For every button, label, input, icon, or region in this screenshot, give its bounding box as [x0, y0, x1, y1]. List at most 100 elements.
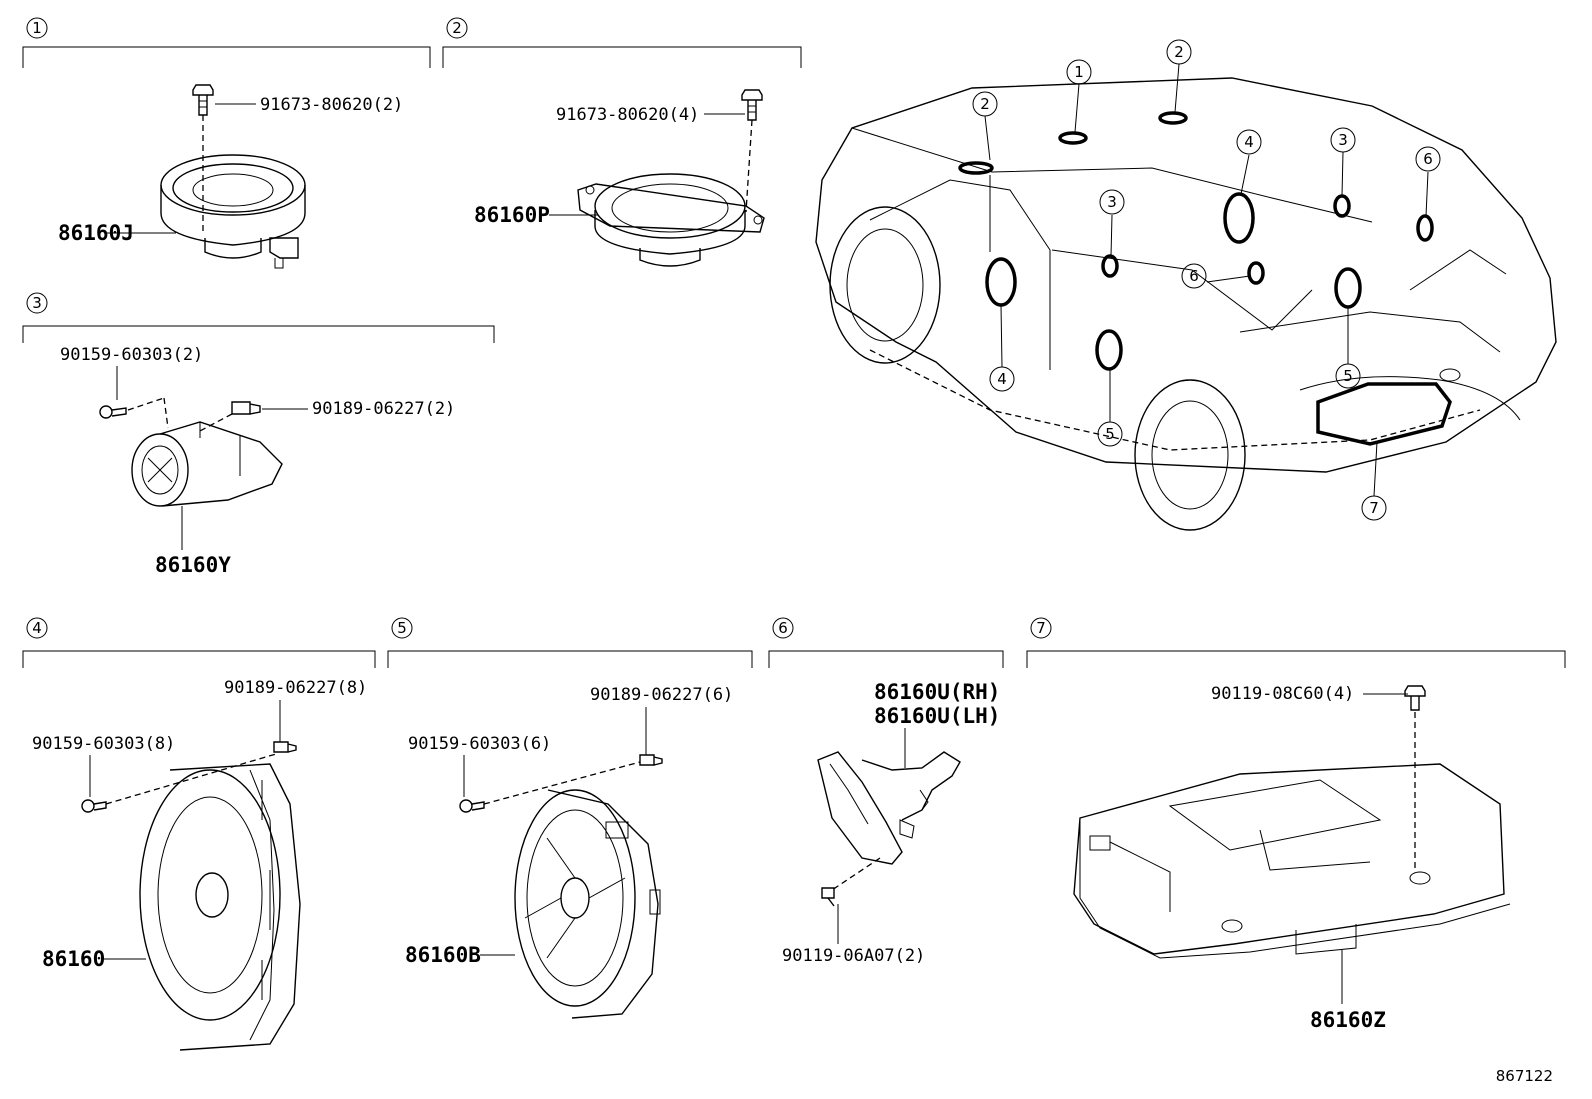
clip-nut-icon: [639, 754, 663, 766]
vehicle-callout-3-rear: 3: [1330, 127, 1356, 153]
suv-outline: [815, 77, 1557, 473]
part-label-90189-06227-6: 90189-06227(6): [590, 685, 733, 705]
section-7: 7 90119-08C60(4) 86160Z: [1026, 617, 1566, 1032]
svg-text:5: 5: [1105, 425, 1115, 443]
clip-nut-icon: [231, 401, 261, 415]
svg-text:6: 6: [1423, 150, 1433, 168]
part-label-91673-80620-2: 91673-80620(2): [260, 95, 403, 115]
speaker-position-6-right: [1416, 214, 1434, 242]
part-label-86160u-rh: 86160U(RH): [874, 680, 1000, 704]
part-label-90119-08c60-4: 90119-08C60(4): [1211, 684, 1354, 704]
svg-text:1: 1: [1074, 63, 1084, 81]
svg-text:4: 4: [997, 370, 1007, 388]
section-6-number-badge: 6: [772, 617, 794, 639]
screw-icon: [821, 887, 835, 907]
front-wheel-icon: [829, 206, 941, 364]
rear-wheel-icon: [1134, 379, 1246, 531]
vehicle-callout-5-front: 5: [1097, 421, 1123, 447]
section-3: 3 90159-60303(2) 90189-06227(2) 86160Y: [22, 292, 495, 577]
section-1-bracket: [22, 46, 431, 68]
svg-text:7: 7: [1369, 499, 1379, 517]
clip-nut-icon: [273, 741, 297, 753]
vehicle-callout-2-front: 2: [972, 91, 998, 117]
part-label-90119-06a07-2: 90119-06A07(2): [782, 946, 925, 966]
part-label-86160j: 86160J: [58, 221, 134, 245]
svg-text:4: 4: [1244, 133, 1254, 151]
svg-text:2: 2: [452, 19, 462, 37]
svg-text:2: 2: [980, 95, 990, 113]
svg-text:5: 5: [397, 619, 407, 637]
door-speaker-86160-icon: [139, 763, 301, 1051]
part-label-86160: 86160: [42, 947, 105, 971]
section-1-number-badge: 1: [26, 17, 48, 39]
part-label-90159-60303-2: 90159-60303(2): [60, 345, 203, 365]
vehicle-callout-1: 1: [1066, 59, 1092, 85]
speaker-position-5-rear: [1334, 267, 1362, 309]
svg-text:3: 3: [1107, 193, 1117, 211]
svg-text:3: 3: [32, 294, 42, 312]
section-3-number-badge: 3: [26, 292, 48, 314]
section-2-bracket: [442, 46, 802, 68]
section-3-bracket: [22, 325, 495, 343]
speaker-position-6-left: [1247, 261, 1265, 285]
speaker-position-4-rear: [1223, 192, 1255, 244]
subwoofer-86160z-icon: [1073, 763, 1511, 959]
speaker-position-5-front: [1095, 329, 1123, 371]
part-label-86160y: 86160Y: [155, 553, 231, 577]
part-label-90189-06227-2: 90189-06227(2): [312, 399, 455, 419]
part-label-91673-80620-4: 91673-80620(4): [556, 105, 699, 125]
vehicle-callout-5-rear: 5: [1335, 363, 1361, 389]
svg-text:5: 5: [1343, 367, 1353, 385]
part-label-86160b: 86160B: [405, 943, 481, 967]
section-7-bracket: [1026, 650, 1566, 668]
part-label-86160u-lh: 86160U(LH): [874, 704, 1000, 728]
vehicle-callout-6-left: 6: [1181, 263, 1207, 289]
section-7-number-badge: 7: [1030, 617, 1052, 639]
vehicle-callout-4-rear: 4: [1236, 129, 1262, 155]
part-label-90159-60303-8: 90159-60303(8): [32, 734, 175, 754]
section-5: 5 90189-06227(6) 90159-60303(6) 86160B: [387, 617, 753, 1019]
vehicle-callout-7: 7: [1361, 495, 1387, 521]
speaker-position-1: [1058, 131, 1088, 145]
svg-text:1: 1: [32, 19, 42, 37]
bolt-icon: [741, 89, 763, 121]
section-5-bracket: [387, 650, 753, 668]
section-6-bracket: [768, 650, 1004, 668]
speaker-position-2-front: [958, 161, 994, 175]
section-4-bracket: [22, 650, 376, 668]
vehicle-callout-4-front: 4: [989, 366, 1015, 392]
tweeter-speaker-86160j-icon: [160, 154, 306, 269]
screw-icon: [459, 799, 485, 813]
diagram-id: 867122: [1496, 1067, 1553, 1085]
speaker-position-2-rear: [1158, 111, 1188, 125]
speaker-position-4-front: [985, 257, 1017, 307]
svg-text:6: 6: [778, 619, 788, 637]
section-5-number-badge: 5: [391, 617, 413, 639]
svg-text:7: 7: [1036, 619, 1046, 637]
section-6: 6 86160U(RH) 86160U(LH) 90119-06A07(2): [768, 617, 1004, 966]
part-label-86160z: 86160Z: [1310, 1008, 1386, 1032]
vehicle-callout-2-rear: 2: [1166, 39, 1192, 65]
section-4-number-badge: 4: [26, 617, 48, 639]
part-label-90159-60303-6: 90159-60303(6): [408, 734, 551, 754]
bolt-icon: [1404, 685, 1426, 711]
svg-text:4: 4: [32, 619, 42, 637]
speaker-position-3-rear: [1333, 194, 1351, 218]
screw-icon: [99, 405, 127, 419]
bolt-icon: [192, 84, 214, 116]
part-label-86160p: 86160P: [474, 203, 550, 227]
screw-icon: [81, 799, 107, 813]
svg-text:3: 3: [1338, 131, 1348, 149]
door-tweeter-86160u-icon: [817, 751, 961, 865]
section-2-number-badge: 2: [446, 17, 468, 39]
part-label-90189-06227-8: 90189-06227(8): [224, 678, 367, 698]
svg-text:2: 2: [1174, 43, 1184, 61]
vehicle-overview: 2 1 2 4 3 3 6 6: [815, 39, 1557, 531]
speaker-86160p-icon: [577, 173, 765, 267]
section-2: 2 91673-80620(4) 86160P: [442, 17, 802, 267]
vehicle-callout-3-front: 3: [1099, 189, 1125, 215]
speaker-position-7-subwoofer: [1316, 382, 1452, 446]
section-1: 1 91673-80620(2) 86160J: [22, 17, 431, 269]
section-4: 4 90189-06227(8) 90159-60303(8) 86160: [22, 617, 376, 1051]
